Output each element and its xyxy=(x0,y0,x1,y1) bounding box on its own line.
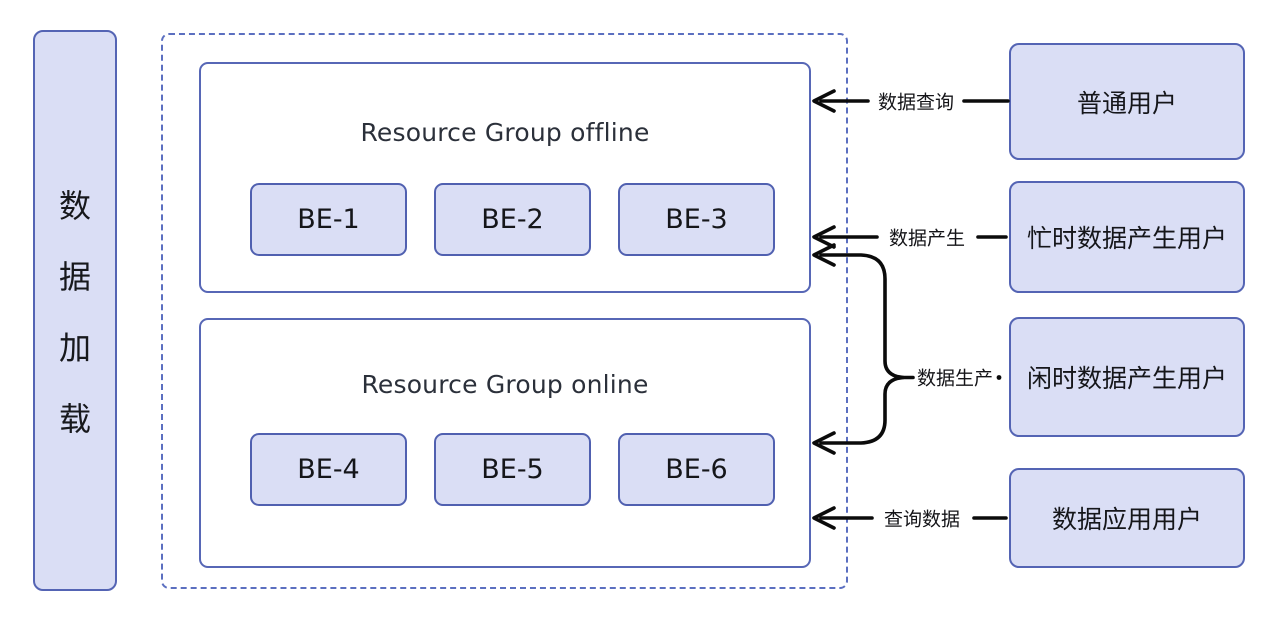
be-node: BE-2 xyxy=(434,183,591,256)
data-loading-char: 数 xyxy=(58,187,91,225)
resource-group-online: Resource Group online BE-4 BE-5 BE-6 xyxy=(199,318,811,568)
flow-label-query-data: 查询数据 xyxy=(880,504,964,532)
user-box-busy-producer: 忙时数据产生用户 xyxy=(1009,181,1245,293)
brace-label-dot xyxy=(996,375,1002,380)
group-title-online: Resource Group online xyxy=(361,370,649,399)
group-title-offline: Resource Group offline xyxy=(360,118,650,147)
be-node: BE-4 xyxy=(250,433,407,506)
be-row-online: BE-4 BE-5 BE-6 xyxy=(250,433,775,506)
user-box-data-application: 数据应用用户 xyxy=(1009,468,1245,568)
data-loading-char: 加 xyxy=(58,329,91,367)
flow-label-data-produce: 数据产生 xyxy=(885,223,969,251)
data-loading-char: 据 xyxy=(58,258,91,296)
resource-group-offline: Resource Group offline BE-1 BE-2 BE-3 xyxy=(199,62,811,293)
user-box-ordinary: 普通用户 xyxy=(1009,43,1245,160)
flow-label-data-production: 数据生产 xyxy=(916,367,994,390)
be-node: BE-3 xyxy=(618,183,775,256)
be-node: BE-5 xyxy=(434,433,591,506)
data-loading-char: 载 xyxy=(58,400,91,438)
flow-label-data-query: 数据查询 xyxy=(874,87,958,115)
be-node: BE-6 xyxy=(618,433,775,506)
data-loading-panel: 数 据 加 载 xyxy=(33,30,117,591)
be-node: BE-1 xyxy=(250,183,407,256)
be-row-offline: BE-1 BE-2 BE-3 xyxy=(250,183,775,256)
user-box-idle-producer: 闲时数据产生用户 xyxy=(1009,317,1245,437)
